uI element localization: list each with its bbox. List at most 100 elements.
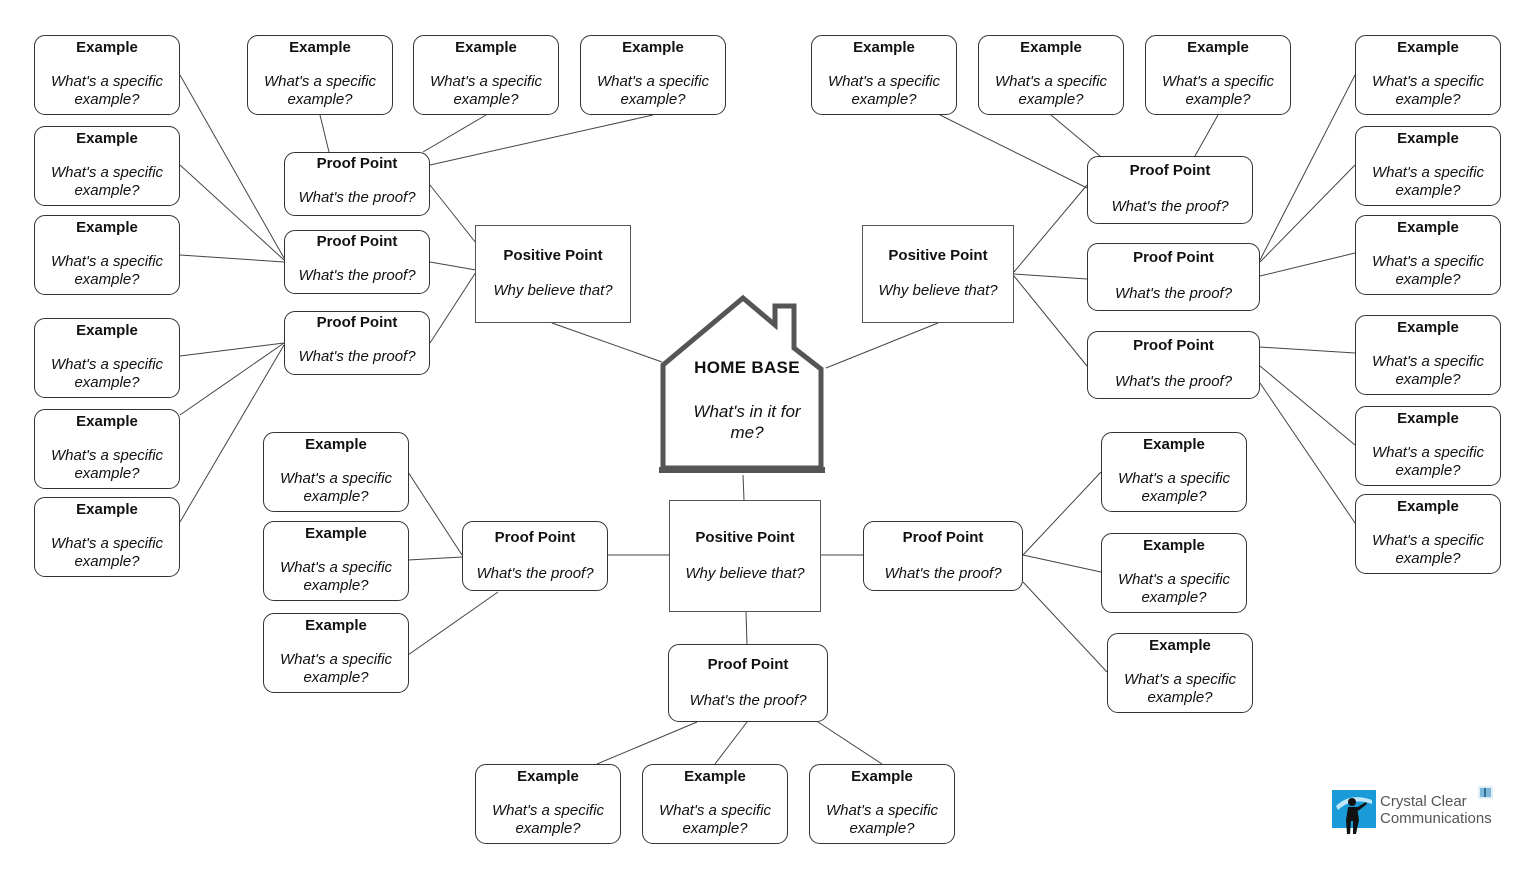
example-subtitle: What's a specific example? [279,559,393,594]
proof-point-subtitle: What's the proof? [476,565,594,582]
example-subtitle: What's a specific example? [263,73,377,108]
proof-point-box: Proof Point What's the proof? [284,230,430,294]
example-box: Example What's a specific example? [1355,35,1501,115]
example-box: Example What's a specific example? [263,613,409,693]
example-title: Example [1020,39,1082,56]
example-box: Example What's a specific example? [1145,35,1291,115]
example-title: Example [622,39,684,56]
example-subtitle: What's a specific example? [1371,532,1485,567]
example-title: Example [1397,39,1459,56]
example-subtitle: What's a specific example? [279,651,393,686]
example-title: Example [305,436,367,453]
example-title: Example [853,39,915,56]
example-box: Example What's a specific example? [811,35,957,115]
example-title: Example [851,768,913,785]
example-box: Example What's a specific example? [1355,215,1501,295]
example-box: Example What's a specific example? [642,764,788,844]
brand-logo: Crystal Clear Communications [1332,786,1507,838]
example-title: Example [1397,319,1459,336]
proof-point-title: Proof Point [1133,249,1214,266]
positive-point-title: Positive Point [695,529,795,546]
example-title: Example [305,525,367,542]
example-box: Example What's a specific example? [580,35,726,115]
example-box: Example What's a specific example? [413,35,559,115]
positive-point-subtitle: Why believe that? [493,282,613,299]
proof-point-title: Proof Point [316,155,398,172]
example-box: Example What's a specific example? [1107,633,1253,713]
example-subtitle: What's a specific example? [279,470,393,505]
proof-point-subtitle: What's the proof? [298,267,416,284]
example-box: Example What's a specific example? [1355,406,1501,486]
brand-name-line2: Communications [1380,810,1492,827]
example-title: Example [1397,130,1459,147]
example-title: Example [1149,637,1211,654]
example-subtitle: What's a specific example? [1371,73,1485,108]
proof-point-title: Proof Point [902,529,984,546]
example-subtitle: What's a specific example? [596,73,710,108]
person-silhouette-icon [1332,790,1376,834]
example-box: Example What's a specific example? [475,764,621,844]
flag-icon [1478,786,1493,799]
example-subtitle: What's a specific example? [994,73,1108,108]
example-subtitle: What's a specific example? [1371,164,1485,199]
proof-point-subtitle: What's the proof? [689,692,807,709]
example-title: Example [1397,219,1459,236]
example-title: Example [76,501,138,518]
example-subtitle: What's a specific example? [1123,671,1237,706]
brand-name-line1: Crystal Clear [1380,793,1467,810]
example-subtitle: What's a specific example? [1117,470,1231,505]
proof-point-subtitle: What's the proof? [1114,373,1233,390]
example-title: Example [1187,39,1249,56]
proof-point-box: Proof Point What's the proof? [284,152,430,216]
example-box: Example What's a specific example? [34,35,180,115]
positive-point-subtitle: Why believe that? [685,565,805,582]
example-title: Example [455,39,517,56]
example-subtitle: What's a specific example? [50,356,164,391]
example-box: Example What's a specific example? [1355,126,1501,206]
example-title: Example [1397,498,1459,515]
example-subtitle: What's a specific example? [825,802,939,837]
example-subtitle: What's a specific example? [50,253,164,288]
example-box: Example What's a specific example? [809,764,955,844]
example-title: Example [1143,537,1205,554]
example-subtitle: What's a specific example? [1117,571,1231,606]
example-title: Example [289,39,351,56]
example-box: Example What's a specific example? [263,521,409,601]
example-title: Example [1397,410,1459,427]
proof-point-subtitle: What's the proof? [884,565,1002,582]
positive-point-box: Positive Point Why believe that? [475,225,631,323]
example-box: Example What's a specific example? [1101,533,1247,613]
proof-point-box: Proof Point What's the proof? [1087,243,1260,311]
home-base-subtitle: What's in it for me? [693,402,801,442]
proof-point-title: Proof Point [1133,337,1214,354]
example-box: Example What's a specific example? [34,409,180,489]
example-title: Example [76,39,138,56]
positive-point-box: Positive Point Why believe that? [669,500,821,612]
positive-point-subtitle: Why believe that? [878,282,998,299]
example-box: Example What's a specific example? [34,497,180,577]
proof-point-box: Proof Point What's the proof? [668,644,828,722]
proof-point-title: Proof Point [316,314,398,331]
proof-point-subtitle: What's the proof? [298,348,416,365]
example-title: Example [305,617,367,634]
example-subtitle: What's a specific example? [1371,253,1485,288]
example-title: Example [76,219,138,236]
example-subtitle: What's a specific example? [50,73,164,108]
example-box: Example What's a specific example? [247,35,393,115]
proof-point-subtitle: What's the proof? [298,189,416,206]
example-title: Example [1143,436,1205,453]
example-box: Example What's a specific example? [1101,432,1247,512]
example-box: Example What's a specific example? [263,432,409,512]
home-base-house [659,294,825,473]
proof-point-box: Proof Point What's the proof? [284,311,430,375]
example-title: Example [76,130,138,147]
proof-point-title: Proof Point [707,656,789,673]
example-box: Example What's a specific example? [978,35,1124,115]
proof-point-box: Proof Point What's the proof? [462,521,608,591]
positive-point-title: Positive Point [503,247,603,264]
example-subtitle: What's a specific example? [50,535,164,570]
proof-point-box: Proof Point What's the proof? [1087,156,1253,224]
example-box: Example What's a specific example? [34,318,180,398]
example-box: Example What's a specific example? [34,215,180,295]
